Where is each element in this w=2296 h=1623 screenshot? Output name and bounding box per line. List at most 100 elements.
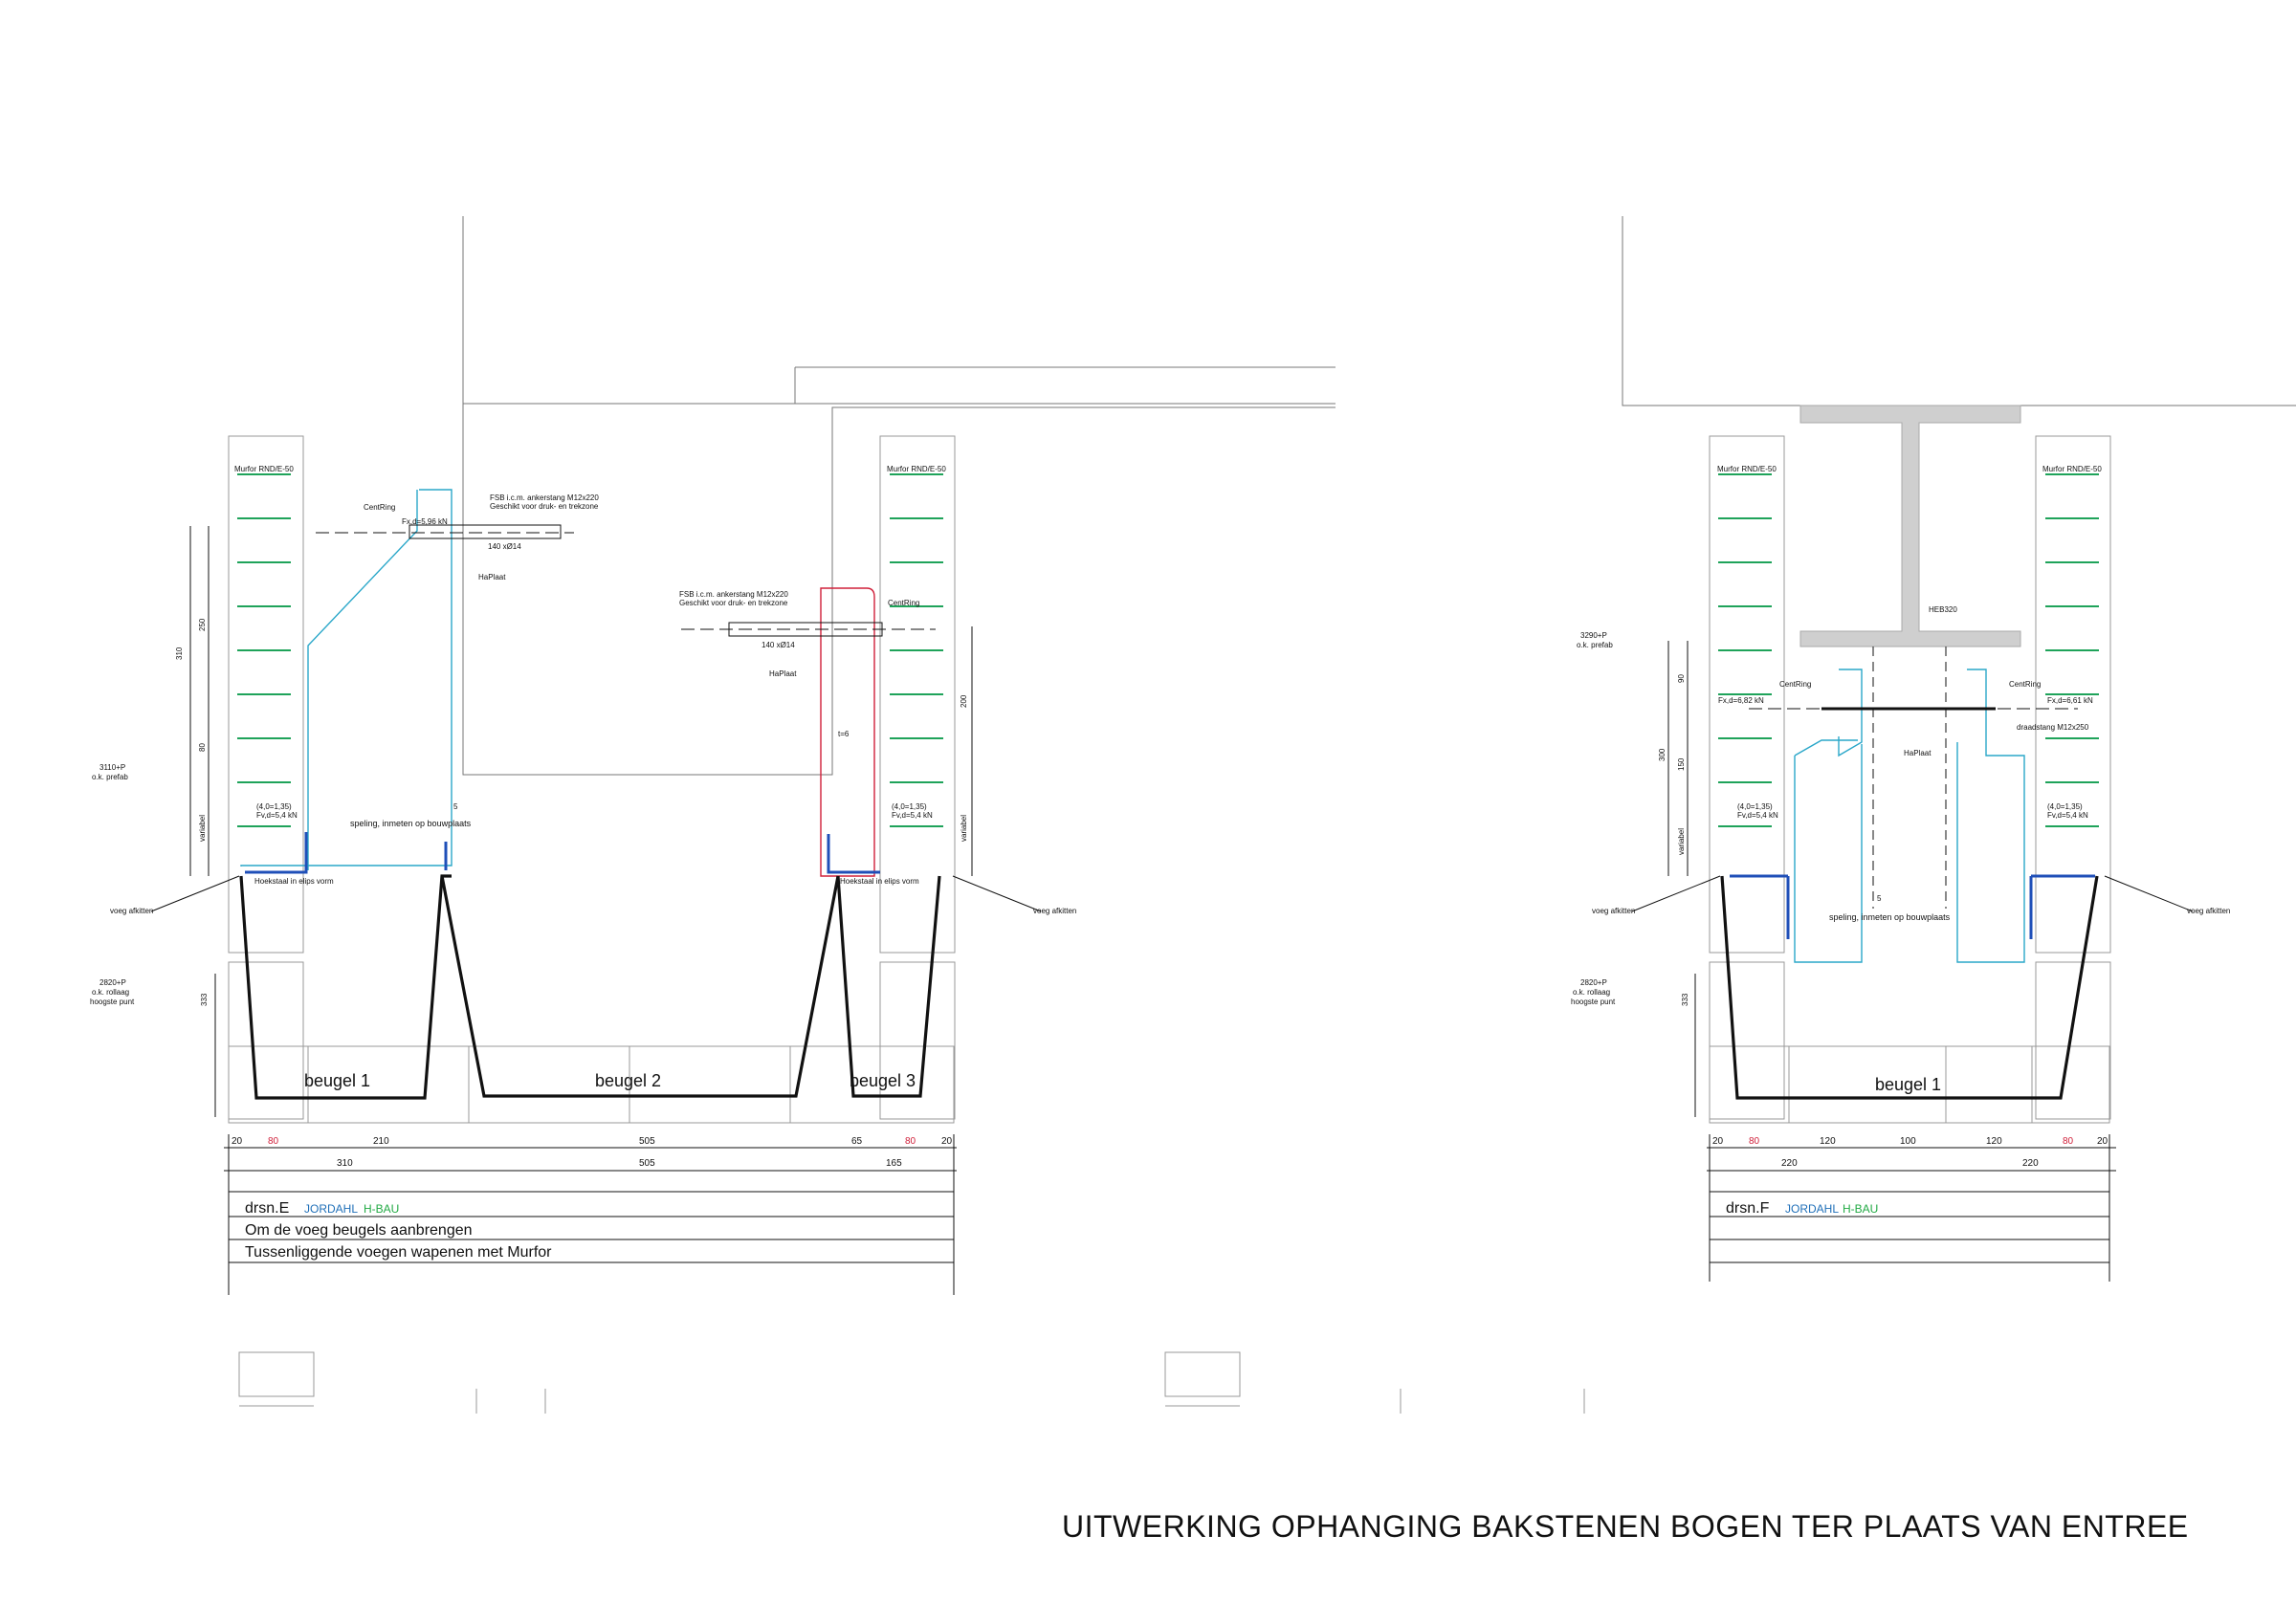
dim-row1: 120 (1820, 1136, 1836, 1147)
rod-label: draadstang M12x250 (2017, 723, 2089, 732)
dim-vertical: 90 (1677, 674, 1686, 683)
fsb-label: FSB i.c.m. ankerstang M12x220 (679, 590, 788, 599)
dim-row1: 80 (2063, 1136, 2074, 1147)
dim-row2: 310 (337, 1158, 353, 1169)
gap-value: 5 (1877, 894, 1882, 903)
load-note: (4,0=1,35) (892, 802, 927, 811)
dim-vertical: 310 (175, 647, 184, 660)
fsb-sub-label: Geschikt voor druk- en trekzone (490, 502, 599, 511)
load-note: Fv,d=5,4 kN (892, 811, 933, 820)
fsb-sub-label: Geschikt voor druk- en trekzone (679, 599, 788, 607)
murfor-label: Murfor RND/E-50 (234, 465, 294, 473)
level-rollaag: 2820+P (99, 978, 126, 987)
load-note: (4,0=1,35) (256, 802, 292, 811)
level-prefab: 3110+P (99, 763, 125, 772)
load-note: (4,0=1,35) (2047, 802, 2083, 811)
gap-note: speling, inmeten op bouwplaats (1829, 912, 1951, 922)
hook-note: Hoekstaal in elips vorm (254, 877, 334, 886)
detail-name: drsn.F (1726, 1200, 1770, 1217)
dim-vertical: 333 (200, 993, 209, 1006)
heb-beam (1799, 405, 2021, 647)
rod-label: 140 xØ14 (762, 641, 795, 649)
brand-hbau: H-BAU (364, 1202, 399, 1216)
dim-row2: 165 (886, 1158, 902, 1169)
level-prefab: 3290+P (1580, 631, 1607, 640)
dim-row2: 220 (2022, 1158, 2039, 1169)
right-anchor-plate-f (1956, 669, 2025, 963)
beugel-label: beugel 2 (595, 1071, 661, 1090)
joint-note: voeg afkitten (110, 907, 153, 915)
joint-note: voeg afkitten (1592, 907, 1635, 915)
detail-name: drsn.E (245, 1200, 289, 1217)
dim-row1: 80 (1749, 1136, 1760, 1147)
note-line: Tussenliggende voegen wapenen met Murfor (245, 1244, 552, 1261)
detail-e (150, 216, 1336, 1295)
level-rollaag-sub: o.k. rollaag (1573, 988, 1610, 997)
beugel-label: beugel 3 (850, 1071, 916, 1090)
dim-row1: 20 (2097, 1136, 2108, 1147)
dim-row1: 20 (232, 1136, 243, 1147)
joint-note: voeg afkitten (1033, 907, 1076, 915)
dim-vertical: 300 (1658, 748, 1667, 761)
plate-label: HaPlaat (769, 669, 797, 678)
load-note: Fv,d=5,4 kN (256, 811, 298, 820)
note-line: Om de voeg beugels aanbrengen (245, 1222, 473, 1239)
load-label: Fx,d=6,61 kN (2047, 696, 2093, 705)
level-prefab-sub: o.k. prefab (1577, 641, 1613, 649)
dim-row1: 100 (1900, 1136, 1916, 1147)
dim-vertical: variabel (198, 815, 207, 842)
dim-vertical: variabel (960, 815, 968, 842)
detail-e-labels: Murfor RND/E-50 Murfor RND/E-50 CentRing… (90, 465, 1076, 1261)
dim-row1: 65 (851, 1136, 863, 1147)
dim-row1: 505 (639, 1136, 655, 1147)
joint-note: voeg afkitten (2187, 907, 2230, 915)
centring-label: CentRing (2009, 680, 2041, 689)
dim-vertical: 80 (198, 743, 207, 752)
centring-label: CentRing (364, 503, 395, 512)
detail-f-labels: Murfor RND/E-50 Murfor RND/E-50 HEB320 C… (1571, 465, 2230, 1217)
gap-value: 5 (453, 802, 458, 811)
level-rollaag-sub: o.k. rollaag (92, 988, 129, 997)
load-label: Fx,d=5,96 kN (402, 517, 448, 526)
beugel-f (1720, 875, 2099, 1100)
gap-note: speling, inmeten op bouwplaats (350, 819, 472, 828)
left-anchor-plate-f (1794, 669, 1863, 963)
dim-row2: 220 (1781, 1158, 1798, 1169)
beugels-e (239, 874, 941, 1100)
load-note: Fv,d=5,4 kN (2047, 811, 2088, 820)
page-title: UITWERKING OPHANGING BAKSTENEN BOGEN TER… (1062, 1509, 2189, 1544)
dim-vertical: 200 (960, 694, 968, 708)
detail-f (1622, 216, 2296, 1282)
brand-jordahl: JORDAHL (304, 1202, 358, 1216)
dim-row1: 80 (905, 1136, 916, 1147)
dim-row1: 80 (268, 1136, 279, 1147)
beam-label: HEB320 (1929, 605, 1957, 614)
level-rollaag: 2820+P (1580, 978, 1607, 987)
load-note: Fv,d=5,4 kN (1737, 811, 1778, 820)
centring-label: CentRing (1779, 680, 1811, 689)
dim-row1: 120 (1986, 1136, 2002, 1147)
dim-row2: 505 (639, 1158, 655, 1169)
beugel-label: beugel 1 (1875, 1075, 1941, 1094)
brand-hbau: H-BAU (1843, 1202, 1878, 1216)
hook-note: Hoekstaal in elips vorm (840, 877, 919, 886)
brand-jordahl: JORDAHL (1785, 1202, 1839, 1216)
level-rollaag-sub2: hoogste punt (1571, 998, 1616, 1006)
rod-label: 140 xØ14 (488, 542, 521, 551)
dim-vertical: 333 (1681, 993, 1689, 1006)
murfor-markers-e (237, 473, 943, 827)
murfor-label: Murfor RND/E-50 (1717, 465, 1777, 473)
plate-label: HaPlaat (478, 573, 506, 581)
left-pier-e (228, 435, 304, 1120)
load-note: (4,0=1,35) (1737, 802, 1773, 811)
dim-vertical: 250 (198, 618, 207, 631)
murfor-label: Murfor RND/E-50 (887, 465, 946, 473)
centring-label: CentRing (888, 599, 919, 607)
dim-vertical: variabel (1677, 828, 1686, 855)
plate-thk-label: t=6 (838, 730, 850, 738)
right-anchor-plate-e (820, 587, 875, 877)
ghost-shapes (238, 1351, 1585, 1414)
level-prefab-sub: o.k. prefab (92, 773, 128, 781)
plate-label: HaPlaat (1904, 749, 1932, 757)
